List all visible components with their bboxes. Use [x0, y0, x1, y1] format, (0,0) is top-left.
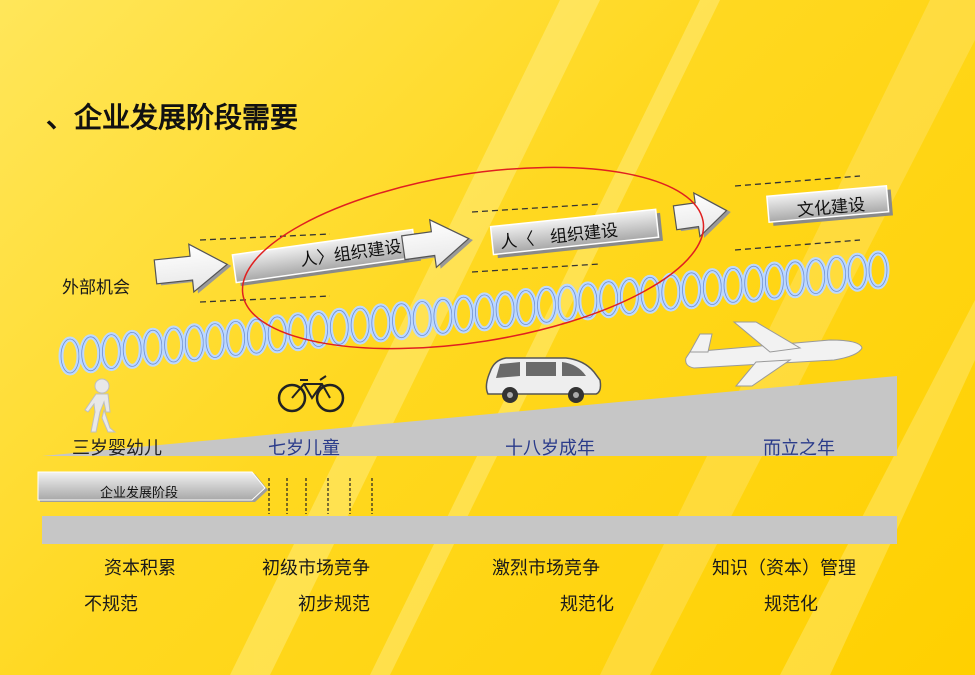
guide-lines	[199, 175, 861, 303]
chain-link-outline	[868, 252, 888, 288]
chain-link-outline	[474, 294, 494, 330]
box-3	[766, 185, 893, 226]
chain-link-outline	[723, 267, 743, 303]
age-label-infant: 三岁婴幼儿	[72, 438, 162, 459]
stage-2-line-1: 初级市场竞争	[262, 558, 370, 579]
chain-link-outline	[827, 256, 846, 292]
chain-link-outline	[329, 309, 349, 345]
growth-ramp	[42, 376, 897, 456]
chain-link-outline	[847, 254, 867, 290]
stage-ticks	[268, 478, 373, 514]
airplane-icon	[685, 321, 863, 387]
chain-link-outline	[744, 265, 764, 301]
chain-link-outline	[309, 312, 329, 347]
chain-link-outline	[702, 270, 722, 306]
chain-link-outline	[371, 305, 391, 341]
chain-link-outline	[81, 336, 101, 372]
chain	[58, 250, 890, 376]
stage-3-line-2: 规范化	[560, 594, 614, 615]
stage-bar	[42, 516, 897, 544]
chain-link-outline	[599, 281, 619, 317]
chain-link-outline	[661, 274, 681, 310]
chain-link-outline	[392, 303, 411, 339]
chain-link-outline	[267, 316, 287, 352]
chain-link-outline	[765, 263, 784, 299]
stage-arrow	[37, 471, 268, 502]
external-opportunity-label: 外部机会	[62, 278, 130, 298]
van-icon	[485, 357, 602, 403]
chain-link-outline	[682, 272, 701, 308]
chain-link-outline	[495, 292, 515, 328]
highlight-ellipse	[241, 166, 705, 350]
chain-link-outline	[184, 325, 204, 361]
age-label-adult: 十八岁成年	[505, 438, 595, 459]
chain-link-outline	[454, 296, 474, 332]
chain-link-outline	[640, 276, 660, 312]
page-title: 、企业发展阶段需要	[46, 101, 299, 134]
arrow-1	[153, 243, 232, 294]
chain-link-outline	[226, 320, 246, 356]
chain-link-outline	[578, 283, 598, 319]
stage-1-line-2: 不规范	[84, 594, 138, 615]
chain-link-outline	[806, 259, 826, 295]
chain-link-outline	[537, 287, 556, 323]
arrow-2	[400, 218, 473, 269]
chain-link-outline	[557, 285, 577, 321]
chain-link-outline	[433, 298, 453, 334]
chain-link-outline	[60, 338, 80, 374]
chain-link-outline	[164, 327, 184, 363]
chain-link-outline	[102, 334, 121, 370]
chain-link-outline	[620, 279, 639, 314]
stage-1-line-1: 资本积累	[104, 558, 176, 579]
chain-link-outline	[288, 314, 308, 350]
box-2	[489, 208, 663, 259]
bicycle-icon	[277, 375, 345, 413]
stage-arrow-label: 企业发展阶段	[100, 486, 179, 501]
chain-link-outline	[122, 331, 142, 367]
stage-4-line-1: 知识（资本）管理	[712, 558, 856, 579]
chain-link-outline	[785, 261, 805, 297]
chain-link-outline	[205, 323, 225, 359]
age-label-child: 七岁儿童	[268, 438, 340, 459]
stage-3-line-1: 激烈市场竞争	[492, 558, 600, 579]
chain-link-outline	[247, 318, 266, 354]
stage-4-line-2: 规范化	[764, 594, 818, 615]
chain-link-outline	[412, 301, 432, 336]
walking-person-icon	[84, 378, 117, 433]
chain-link-outline	[143, 329, 163, 365]
arrow-3	[672, 191, 731, 238]
chain-link-outline	[516, 290, 536, 325]
chain-link-outline	[350, 307, 370, 343]
stage-2-line-2: 初步规范	[298, 594, 370, 615]
age-label-thirty: 而立之年	[763, 438, 835, 459]
